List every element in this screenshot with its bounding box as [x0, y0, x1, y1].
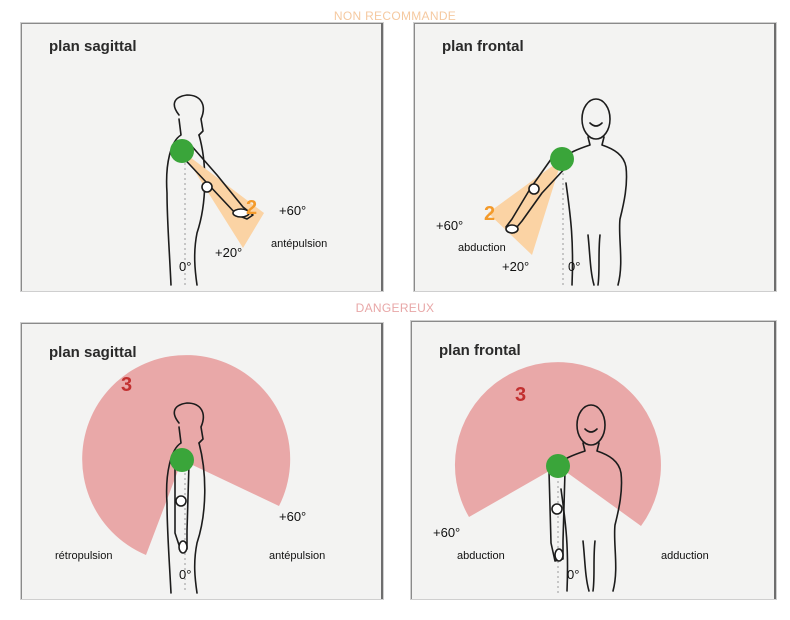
- zone-number: 2: [246, 197, 257, 219]
- shoulder-joint-marker: [170, 448, 194, 472]
- angle-label-zero: 0°: [568, 259, 580, 274]
- shoulder-joint-marker: [546, 454, 570, 478]
- panel-sagittal-dangerous: plan sagittal 3 +60° rétropulsion antépu…: [20, 322, 384, 600]
- arm-outline: [548, 470, 566, 562]
- arm-outline: [505, 154, 569, 234]
- frontal-danger-diagram: plan frontal 3 +60° abduction adduction …: [433, 342, 709, 593]
- zone-number: 2: [484, 203, 495, 225]
- zone-3-sector: [454, 362, 661, 526]
- panel-frontal-non-recommended: plan frontal 2 +60° +20° abduction 0°: [413, 22, 777, 292]
- body-silhouette-side: [165, 402, 206, 594]
- body-silhouette-side: [165, 94, 206, 286]
- movement-label-back: rétropulsion: [55, 550, 112, 562]
- frontal-moderate-diagram: plan frontal 2 +60° +20° abduction 0°: [436, 38, 628, 286]
- panel-title: plan frontal: [442, 38, 524, 55]
- shoulder-joint-marker: [170, 139, 194, 163]
- movement-label-out: abduction: [457, 550, 505, 562]
- sagittal-danger-diagram: plan sagittal 3 +60° rétropulsion antépu…: [49, 344, 325, 594]
- angle-label-zero: 0°: [179, 259, 191, 274]
- angle-label-lower: +20°: [502, 259, 529, 274]
- angle-label-upper: +60°: [279, 509, 306, 524]
- panel-frontal-dangerous: plan frontal 3 +60° abduction adduction …: [410, 320, 777, 600]
- sagittal-moderate-diagram: plan sagittal 2 +60° +20° antépulsion 0°: [49, 38, 327, 286]
- zone-number: 3: [121, 374, 132, 396]
- zone-2-sector: [488, 159, 562, 255]
- panel-sagittal-non-recommended: plan sagittal 2 +60° +20° antépulsion 0°: [20, 22, 384, 292]
- angle-label-upper: +60°: [436, 218, 463, 233]
- body-silhouette-front: [556, 404, 623, 592]
- movement-label: antépulsion: [271, 238, 327, 250]
- section-label-dangereux: DANGEREUX: [355, 301, 435, 315]
- panel-title: plan sagittal: [49, 38, 137, 55]
- movement-label-in: adduction: [661, 550, 709, 562]
- arm-outline: [174, 142, 254, 220]
- movement-label: abduction: [458, 242, 506, 254]
- panel-title: plan frontal: [439, 342, 521, 359]
- angle-label-lower: +20°: [215, 245, 242, 260]
- panel-title: plan sagittal: [49, 344, 137, 361]
- movement-label-front: antépulsion: [269, 550, 325, 562]
- arm-outline: [174, 462, 190, 554]
- angle-label-zero: 0°: [567, 567, 579, 582]
- body-silhouette-front: [561, 98, 628, 286]
- angle-label-zero: 0°: [179, 567, 191, 582]
- angle-label-upper: +60°: [279, 203, 306, 218]
- angle-label-upper: +60°: [433, 525, 460, 540]
- section-label-non-recommande: NON RECOMMANDE: [333, 9, 457, 23]
- zone-number: 3: [515, 384, 526, 406]
- shoulder-joint-marker: [550, 147, 574, 171]
